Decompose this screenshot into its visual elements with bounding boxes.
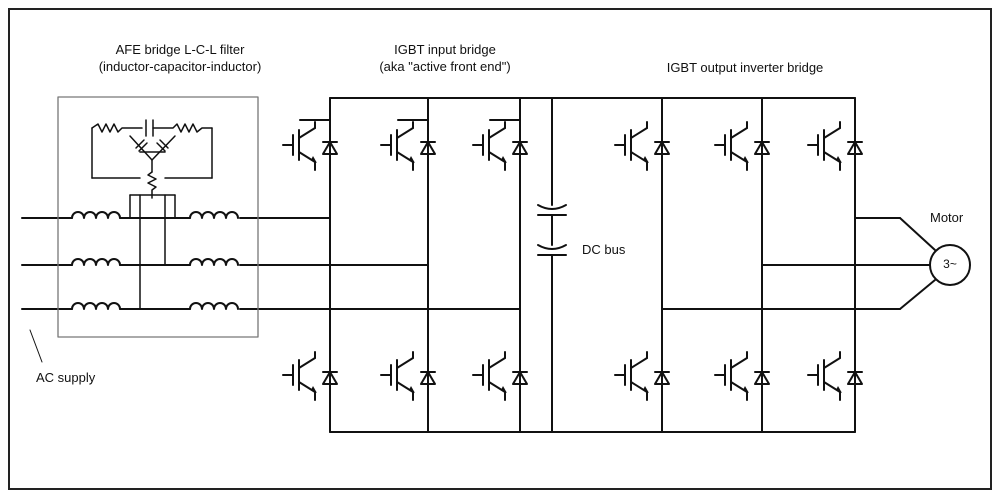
- dc-bus-capacitors: [537, 97, 567, 433]
- filter-title: AFE bridge L-C-L filter: [115, 42, 245, 57]
- filter-capacitor-network: [91, 119, 213, 310]
- ac-input-lines: [21, 217, 521, 310]
- input-bridge: [282, 97, 856, 433]
- output-bridge-title: IGBT output inverter bridge: [666, 60, 824, 75]
- ac-supply-label: AC supply: [36, 370, 96, 385]
- input-bridge-subtitle: (aka "active front end"): [379, 59, 511, 74]
- filter-subtitle: (inductor-capacitor-inductor): [98, 59, 262, 74]
- motor-label: Motor: [930, 210, 964, 225]
- filter-inductors: [71, 211, 239, 310]
- motor-circle: [929, 244, 971, 286]
- filter-box: [57, 96, 259, 338]
- ac-supply-pointer: [29, 329, 43, 363]
- input-bridge-title: IGBT input bridge: [394, 42, 496, 57]
- motor-symbol: 3~: [943, 257, 957, 271]
- motor-lines: [661, 217, 936, 310]
- dc-bus-label: DC bus: [582, 242, 626, 257]
- diagram-frame: [8, 8, 992, 490]
